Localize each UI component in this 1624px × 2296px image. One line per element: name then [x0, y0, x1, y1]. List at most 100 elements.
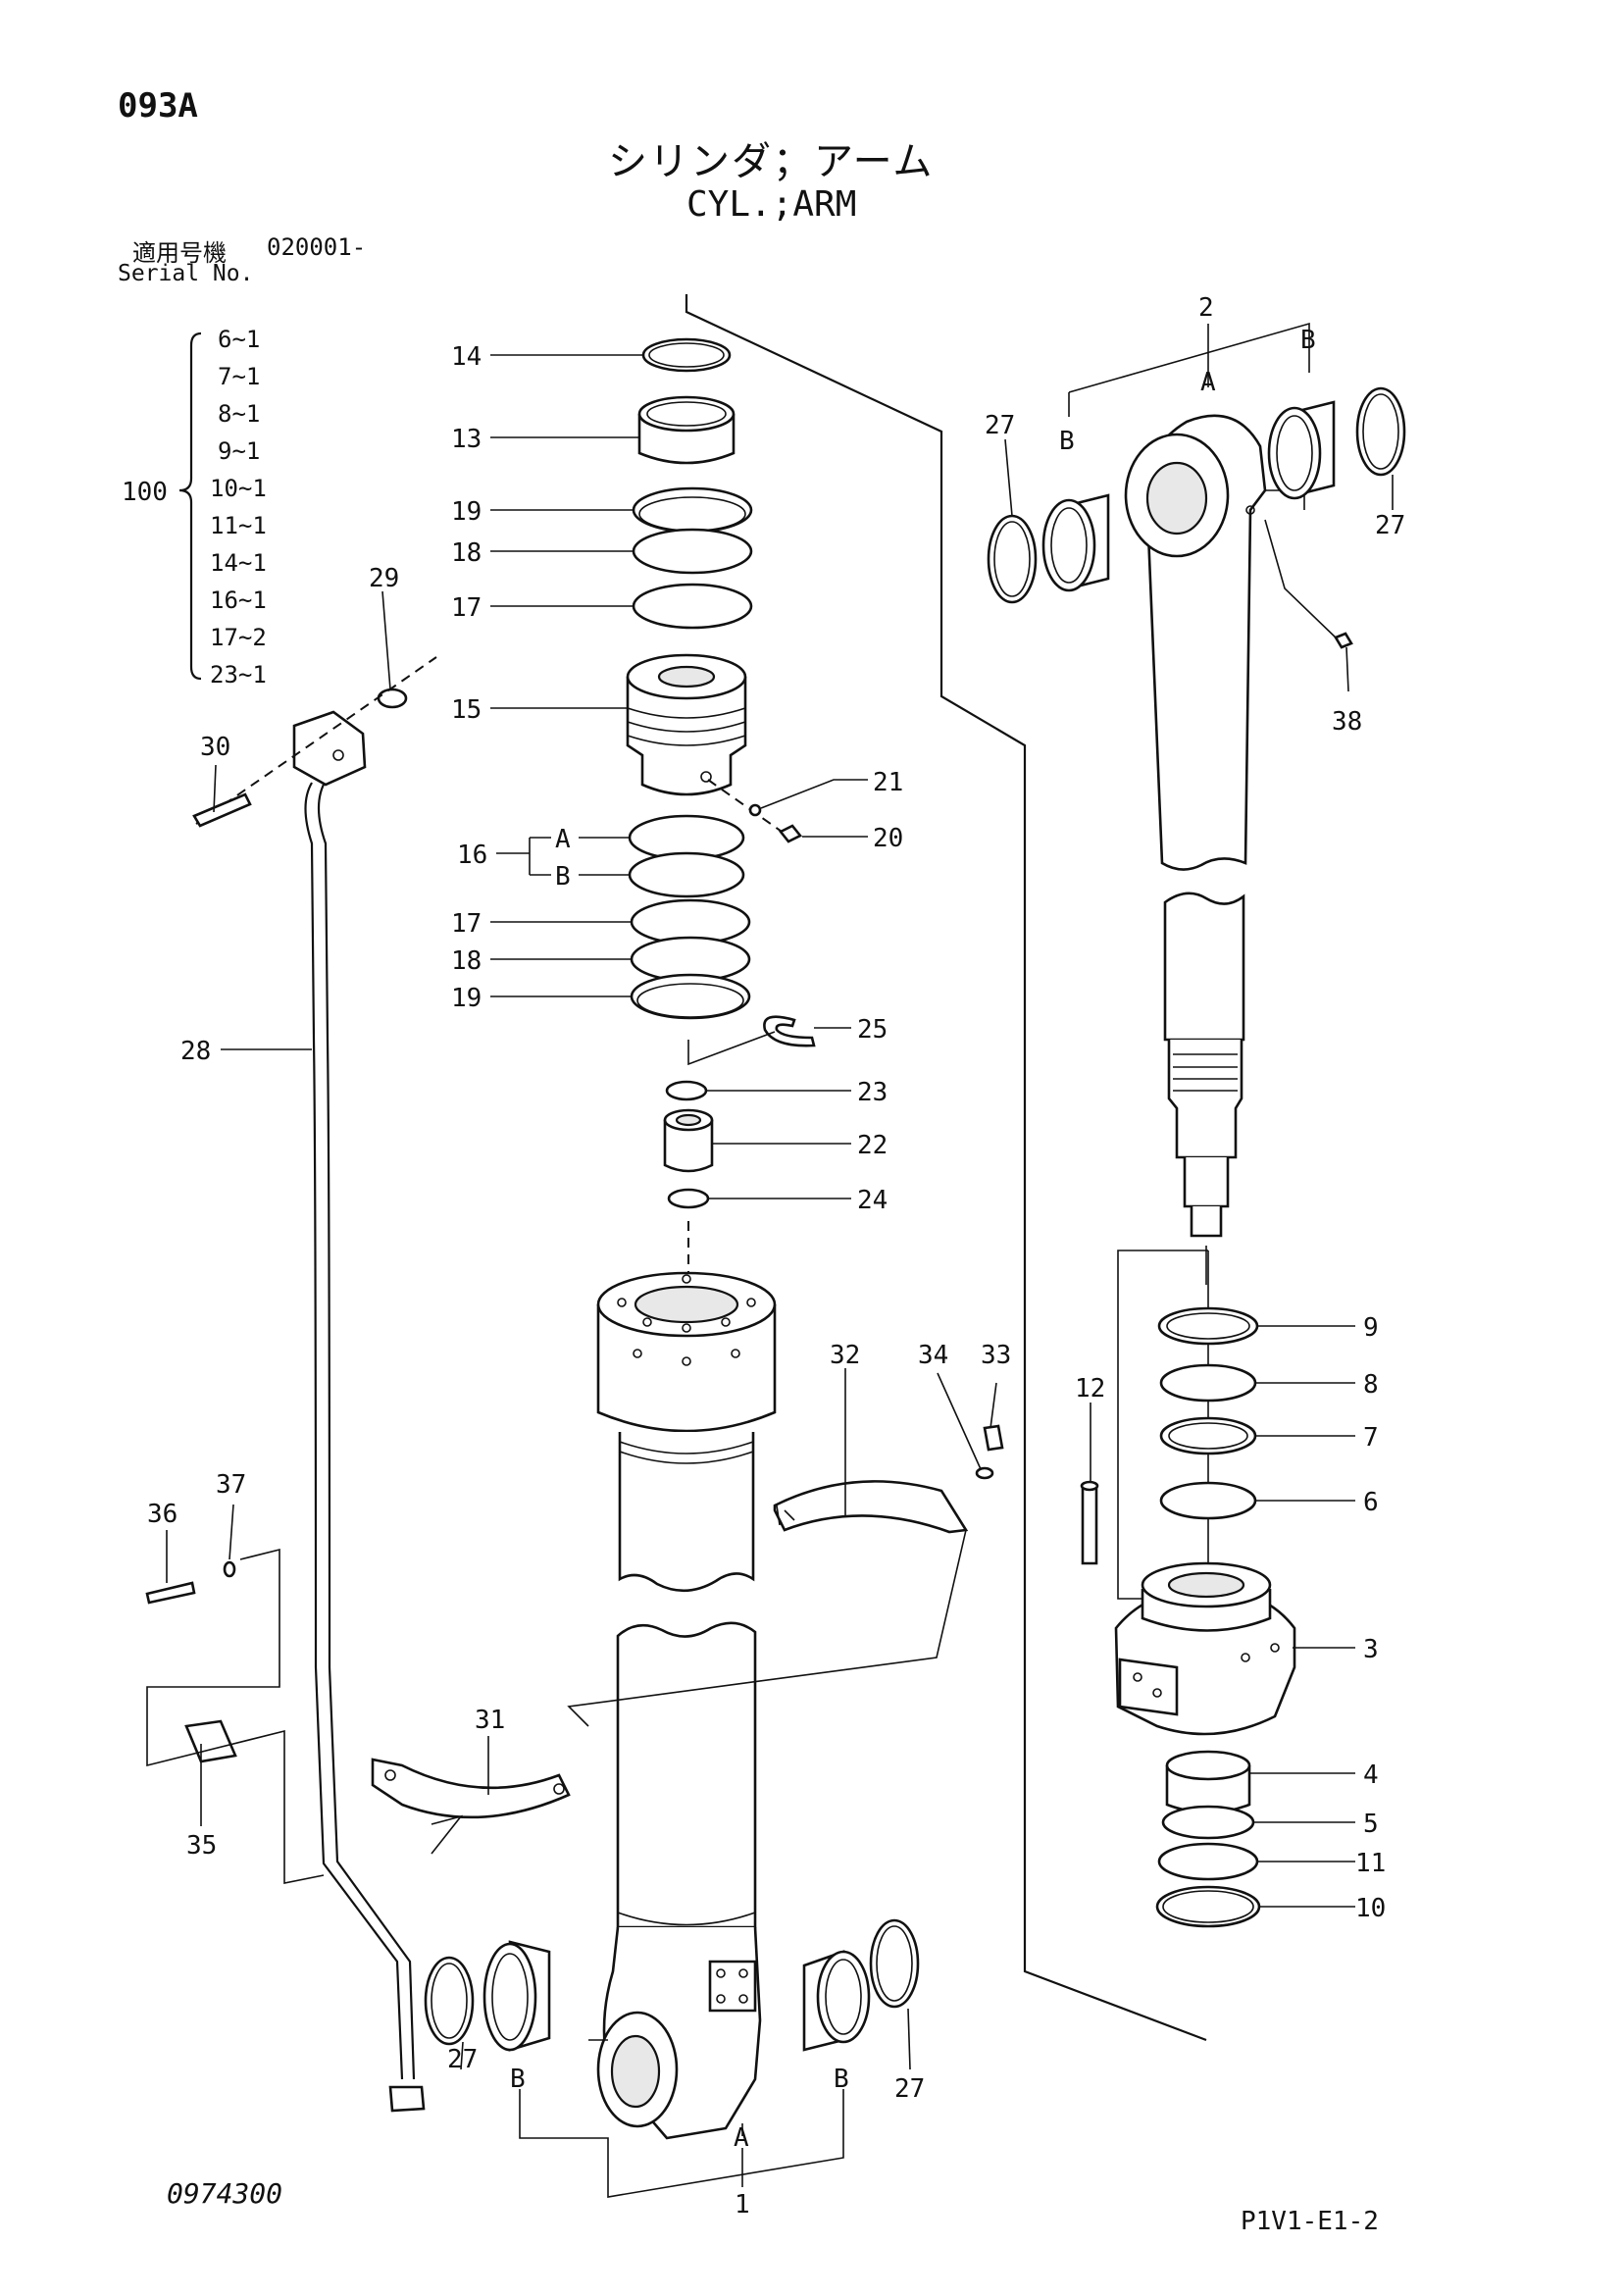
callout-27-bottom-left: 27: [447, 2045, 478, 2074]
ring-part-16b: [628, 851, 745, 898]
ring-part-8: [1159, 1363, 1257, 1403]
washer-part-34: [975, 1466, 994, 1480]
callout-19-lower: 19: [451, 984, 482, 1013]
top-bushings: [987, 386, 1406, 649]
callout-10: 10: [1355, 1894, 1386, 1923]
tube-head-flange: [596, 1304, 777, 1433]
ring-part-11: [1157, 1842, 1259, 1881]
kit-brace: [178, 332, 202, 681]
label-a-top: A: [1200, 368, 1216, 397]
ring-part-23: [665, 1080, 708, 1101]
ball-part-21: [748, 803, 762, 817]
kit-item: 6~1: [218, 326, 260, 353]
piston-rod-part-2: [1124, 414, 1267, 1285]
callout-2: 2: [1198, 293, 1214, 323]
callout-36: 36: [147, 1500, 178, 1529]
set-screw-part-20: [778, 824, 803, 843]
callout-8: 8: [1363, 1370, 1379, 1400]
callout-33: 33: [981, 1341, 1011, 1370]
washer-part-37: [223, 1560, 236, 1578]
callout-20: 20: [873, 824, 903, 853]
ring-part-17: [632, 583, 753, 630]
callout-22: 22: [857, 1131, 888, 1160]
callout-6: 6: [1363, 1488, 1379, 1517]
kit-item: 10~1: [210, 475, 267, 502]
seal-part-27-bottom-left: [424, 1956, 475, 2046]
pipe-assembly: [192, 656, 437, 2113]
callout-27-top-right: 27: [1375, 511, 1405, 540]
callout-31: 31: [475, 1706, 505, 1735]
seal-part-27-top-right: [1355, 386, 1406, 477]
callout-23: 23: [857, 1078, 888, 1107]
sheet-code: 093A: [118, 86, 198, 126]
callout-24: 24: [857, 1186, 888, 1215]
callout-25: 25: [857, 1015, 888, 1045]
callout-13: 13: [451, 425, 482, 454]
callout-32: 32: [830, 1341, 860, 1370]
serial-label-japanese: 適用号機: [132, 239, 227, 267]
callout-27-bottom-right: 27: [894, 2074, 925, 2104]
kit-item: 11~1: [210, 512, 267, 539]
clamp-part-32: [773, 1480, 969, 1534]
callout-5: 5: [1363, 1810, 1379, 1839]
kit-item: 17~2: [210, 624, 267, 651]
callout-7: 7: [1363, 1423, 1379, 1453]
ring-part-18: [632, 528, 753, 575]
callout-4: 4: [1363, 1760, 1379, 1790]
kit-item: 23~1: [210, 661, 267, 689]
pipe-flange: [292, 710, 367, 787]
callout-16-a: A: [555, 825, 571, 854]
callout-30: 30: [200, 733, 230, 762]
kit-list: 100 6~1 7~1 8~1 9~1 10~1 11~1 14~1 16~1 …: [122, 326, 267, 689]
callout-12: 12: [1075, 1374, 1105, 1403]
pipe-fitting: [388, 2085, 426, 2113]
grease-fitting-part-38: [1334, 632, 1353, 649]
callout-38: 38: [1332, 707, 1362, 737]
clamp-part-31: [371, 1758, 571, 1819]
ring-part-5: [1161, 1805, 1255, 1840]
callout-34: 34: [918, 1341, 948, 1370]
callout-3: 3: [1363, 1635, 1379, 1664]
clamp-assembly: [145, 1424, 1004, 1884]
callout-14: 14: [451, 342, 482, 372]
ring-part-6: [1159, 1481, 1257, 1520]
bolt-part-30: [192, 792, 252, 828]
o-ring-part-29: [377, 688, 408, 709]
retaining-clip-part-25: [763, 1015, 816, 1047]
upper-seal-stack: [626, 337, 816, 1275]
callout-37: 37: [216, 1470, 246, 1500]
bolt-part-36: [145, 1581, 196, 1605]
callout-16-b: B: [555, 862, 571, 892]
callout-18-lower: 18: [451, 946, 482, 976]
rod-head-group: [1080, 1306, 1296, 1928]
callout-27-top-left: 27: [985, 411, 1015, 440]
label-b-top-right: B: [1300, 326, 1316, 355]
kit-number: 100: [122, 478, 168, 507]
piston-part-15: [626, 677, 747, 796]
bottom-bushings: [424, 1918, 920, 2198]
callout-17-lower: 17: [451, 909, 482, 939]
serial-label-english: Serial No.: [118, 261, 254, 286]
seal-part-27-top-left: [987, 514, 1038, 604]
block-part-35: [184, 1719, 237, 1763]
callout-15: 15: [451, 695, 482, 725]
bolt-part-12: [1081, 1484, 1098, 1565]
label-b-bottom-left: B: [510, 2065, 526, 2094]
callout-35: 35: [186, 1831, 217, 1861]
callout-28: 28: [180, 1037, 211, 1066]
collar-part-22: [663, 1120, 714, 1173]
sheet-reference: P1V1-E1-2: [1241, 2207, 1379, 2236]
title-english: CYL.;ARM: [686, 184, 857, 225]
callout-16: 16: [457, 841, 487, 870]
pipe-part-28: [304, 782, 404, 2080]
cylinder-tube: [596, 1271, 777, 2140]
callout-18: 18: [451, 538, 482, 568]
leader-lines: [166, 322, 1394, 2187]
bolt-part-33: [983, 1424, 1004, 1452]
callout-9: 9: [1363, 1313, 1379, 1343]
kit-item: 16~1: [210, 587, 267, 614]
snap-ring-part-24: [667, 1188, 710, 1209]
callout-11: 11: [1355, 1849, 1386, 1878]
kit-item: 9~1: [218, 437, 260, 465]
